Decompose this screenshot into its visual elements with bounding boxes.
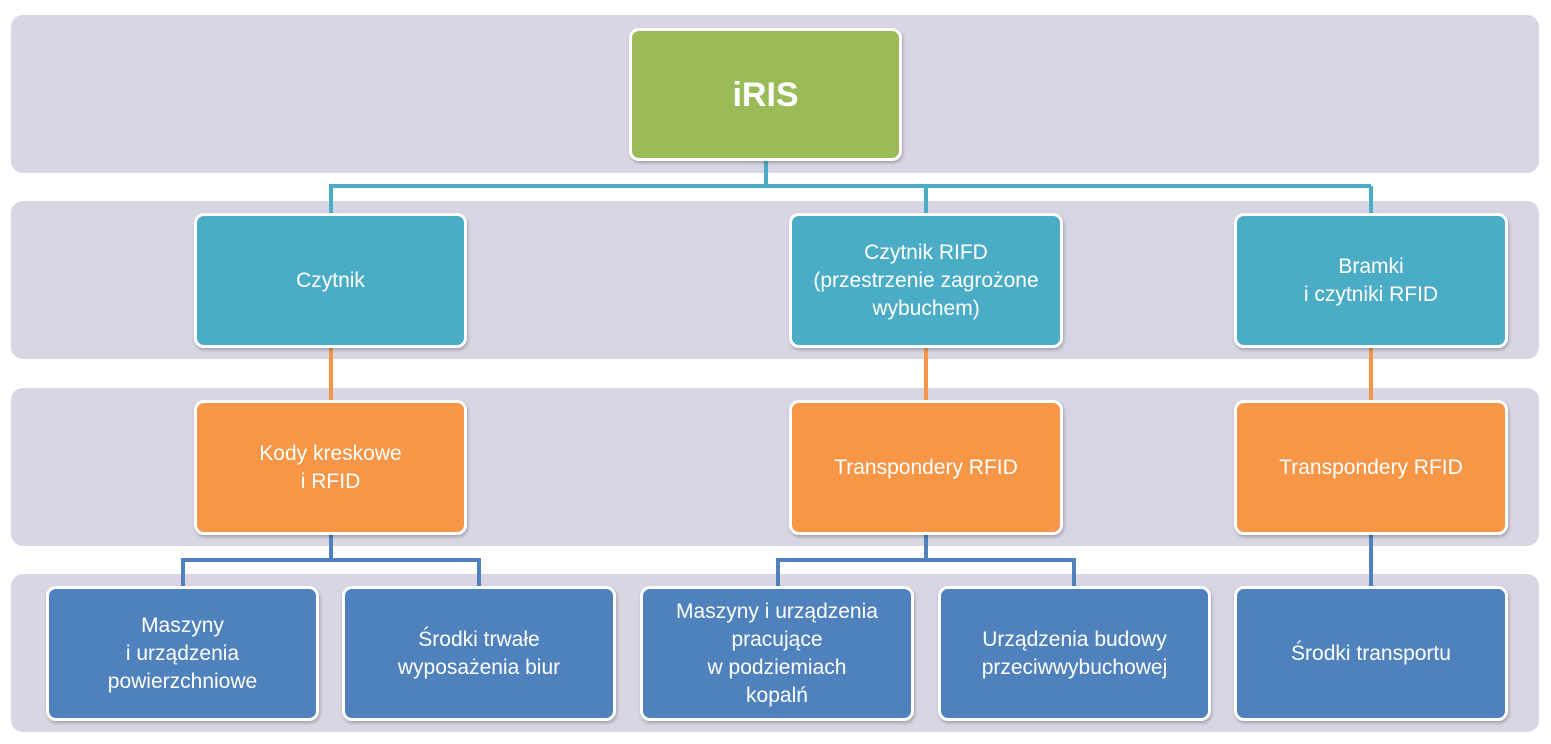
root-node-iris: iRIS [629, 28, 902, 161]
asset-node-label: Urządzenia budowy przeciwwybuchowej [981, 627, 1168, 679]
identifier-node-kody-kreskowe: Kody kreskowe i RFID [194, 400, 467, 535]
root-node-label: iRIS [732, 75, 799, 114]
asset-node-label: Maszyny i urządzenia pracujące w podziem… [676, 599, 878, 707]
asset-node-maszyny-powierzchniowe: Maszyny i urządzenia powierzchniowe [46, 586, 319, 721]
reader-node-czytnik: Czytnik [194, 213, 467, 348]
reader-node-label: Czytnik RIFD (przestrzenie zagrożone wyb… [813, 240, 1039, 320]
reader-node-label: Czytnik [296, 268, 365, 292]
connectors-identifiers-to-assets [181, 532, 1373, 590]
identifier-node-transpondery-1: Transpondery RFID [789, 400, 1063, 535]
asset-node-maszyny-podziemne: Maszyny i urządzenia pracujące w podziem… [640, 586, 914, 721]
identifier-node-transpondery-2: Transpondery RFID [1234, 400, 1508, 535]
identifier-node-label: Transpondery RFID [1279, 455, 1463, 479]
asset-node-urzadzenia-przeciwwybuchowe: Urządzenia budowy przeciwwybuchowej [938, 586, 1211, 721]
asset-node-srodki-trwale: Środki trwałe wyposażenia biur [342, 586, 616, 721]
reader-node-bramki: Bramki i czytniki RFID [1234, 213, 1508, 348]
connectors-readers-to-identifiers [329, 345, 1373, 403]
identifier-node-label: Transpondery RFID [834, 455, 1018, 479]
asset-node-srodki-transportu: Środki transportu [1234, 586, 1508, 721]
connectors-root-to-readers [329, 158, 1373, 215]
asset-node-label: Maszyny i urządzenia powierzchniowe [107, 613, 258, 693]
asset-node-label: Środki transportu [1291, 641, 1451, 665]
asset-node-label: Środki trwałe wyposażenia biur [397, 627, 561, 679]
reader-node-czytnik-rifd: Czytnik RIFD (przestrzenie zagrożone wyb… [789, 213, 1063, 348]
reader-node-label: Bramki i czytniki RFID [1303, 254, 1439, 306]
identifier-node-label: Kody kreskowe i RFID [259, 441, 402, 493]
